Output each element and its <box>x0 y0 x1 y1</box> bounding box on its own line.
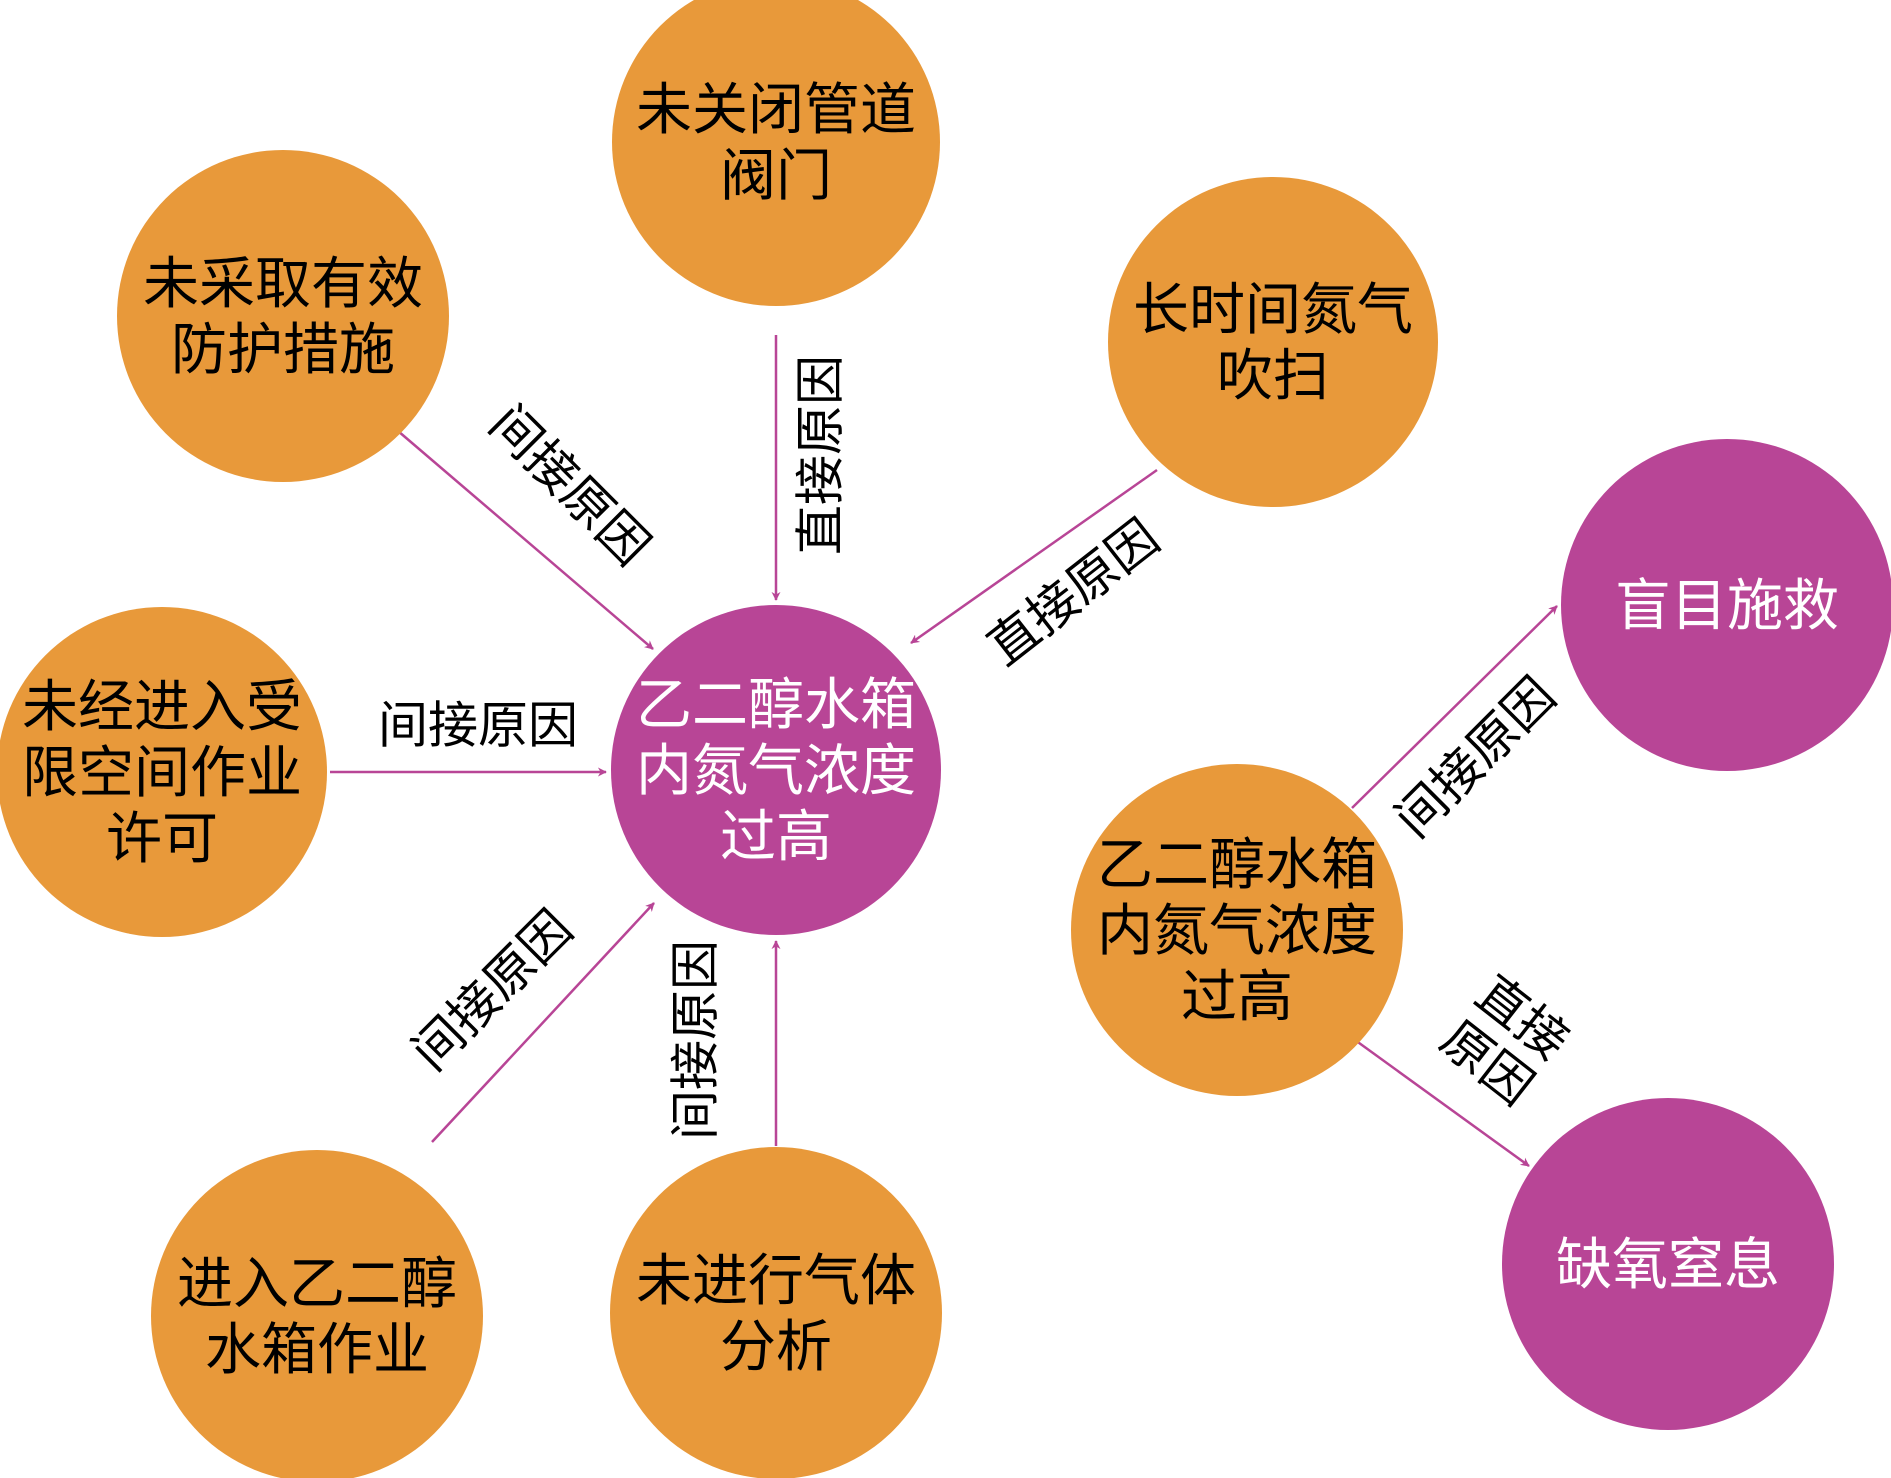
node-label-line: 吹扫 <box>1217 344 1329 409</box>
node-label: 乙二醇水箱内氮气浓度过高 <box>636 673 916 870</box>
node-circle <box>610 1147 942 1478</box>
node-label-line: 乙二醇水箱 <box>636 673 916 738</box>
node-label-line: 盲目施救 <box>1615 574 1839 639</box>
edge-label-line: 间接原因 <box>478 394 660 576</box>
node-label-line: 过高 <box>720 805 832 870</box>
edge-label-e8: 直接原因 <box>1430 964 1580 1117</box>
edge-label-e3: 直接原因 <box>977 508 1170 677</box>
edge-label-e5: 间接原因 <box>401 899 583 1081</box>
node-n8: 乙二醇水箱内氮气浓度过高 <box>1071 764 1403 1096</box>
node-label-line: 阀门 <box>720 144 832 209</box>
edge-label-line: 间接原因 <box>378 697 578 755</box>
node-label-line: 进入乙二醇 <box>177 1252 457 1317</box>
node-label-line: 分析 <box>720 1315 832 1380</box>
node-label-line: 未经进入受 <box>22 675 302 740</box>
node-label-line: 过高 <box>1181 965 1293 1030</box>
edge-label-line: 间接原因 <box>667 940 725 1140</box>
node-label: 未关闭管道阀门 <box>636 78 916 209</box>
node-n3: 长时间氮气吹扫 <box>1108 177 1438 507</box>
node-circle <box>117 150 449 482</box>
edge-labels-layer: 直接原因间接原因直接原因间接原因间接原因间接原因间接原因直接原因 <box>378 355 1580 1140</box>
node-label-line: 缺氧窒息 <box>1556 1233 1780 1298</box>
node-label: 乙二醇水箱内氮气浓度过高 <box>1097 833 1377 1030</box>
node-label: 缺氧窒息 <box>1556 1233 1780 1298</box>
edge-label-line: 间接原因 <box>1384 666 1566 848</box>
node-circle <box>611 605 941 935</box>
node-circle <box>151 1150 483 1478</box>
node-label-line: 未采取有效 <box>143 252 423 317</box>
node-n9: 盲目施救 <box>1561 439 1891 771</box>
node-circle <box>1108 177 1438 507</box>
node-label: 未采取有效防护措施 <box>143 252 423 383</box>
node-n6: 进入乙二醇水箱作业 <box>151 1150 483 1478</box>
edge-arrow-e5 <box>431 902 655 1143</box>
node-label: 进入乙二醇水箱作业 <box>177 1252 457 1383</box>
node-n2: 未采取有效防护措施 <box>117 150 449 482</box>
node-label: 未进行气体分析 <box>636 1249 916 1380</box>
edge-arrow-e2 <box>397 430 654 650</box>
edge-label-e1: 直接原因 <box>792 355 850 555</box>
node-label-line: 内氮气浓度 <box>1097 899 1377 964</box>
edge-arrow-e3 <box>910 468 1158 645</box>
node-circle <box>1561 439 1891 771</box>
edge-label-e6: 间接原因 <box>667 940 725 1140</box>
edge-label-line: 间接原因 <box>401 899 583 1081</box>
node-label-line: 许可 <box>106 807 218 872</box>
edge-label-e2: 间接原因 <box>478 394 660 576</box>
node-label-line: 长时间氮气 <box>1133 278 1413 343</box>
node-label-line: 内氮气浓度 <box>636 739 916 804</box>
node-circle <box>612 0 940 306</box>
node-label: 长时间氮气吹扫 <box>1133 278 1413 409</box>
edge-label-line: 直接原因 <box>977 508 1170 677</box>
node-label-line: 限空间作业 <box>22 741 302 806</box>
node-label: 盲目施救 <box>1615 574 1839 639</box>
node-n4: 未经进入受限空间作业许可 <box>0 607 327 937</box>
node-label-line: 未进行气体 <box>636 1249 916 1314</box>
node-n10: 缺氧窒息 <box>1502 1098 1834 1430</box>
node-n7: 未进行气体分析 <box>610 1147 942 1478</box>
node-label-line: 防护措施 <box>171 318 395 383</box>
node-n5: 乙二醇水箱内氮气浓度过高 <box>611 605 941 935</box>
node-label-line: 未关闭管道 <box>636 78 916 143</box>
edge-arrow-e7 <box>1351 605 1558 809</box>
node-circle <box>1071 764 1403 1096</box>
edge-arrow-e8 <box>1354 1038 1530 1168</box>
node-circle <box>0 607 327 937</box>
node-label-line: 水箱作业 <box>205 1318 429 1383</box>
node-label-line: 乙二醇水箱 <box>1097 833 1377 898</box>
edge-label-e7: 间接原因 <box>1384 666 1566 848</box>
node-n1: 未关闭管道阀门 <box>612 0 940 306</box>
edge-label-line: 直接原因 <box>792 355 850 555</box>
edge-label-e4: 间接原因 <box>378 697 578 755</box>
node-circle <box>1502 1098 1834 1430</box>
node-label: 未经进入受限空间作业许可 <box>22 675 302 872</box>
edges-layer <box>330 335 1558 1168</box>
